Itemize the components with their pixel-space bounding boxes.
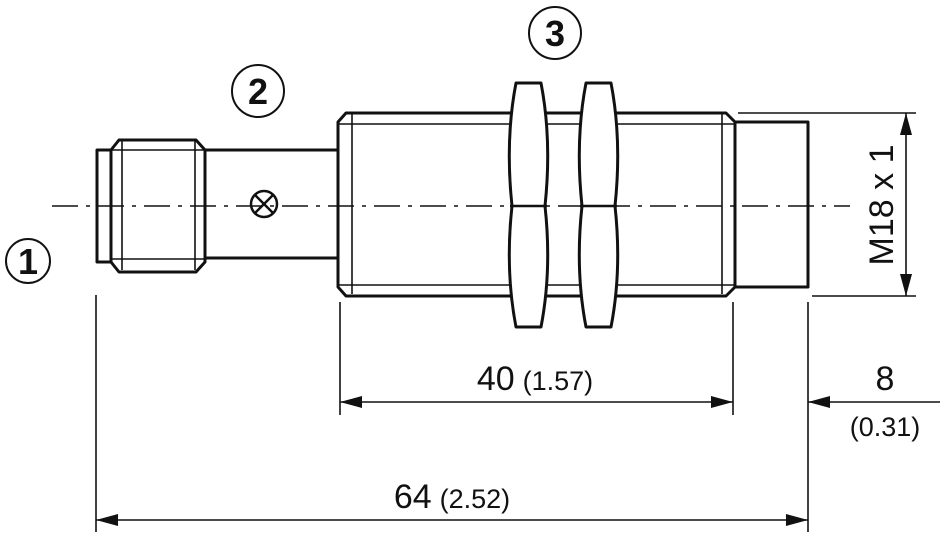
callout-2: 2	[231, 64, 285, 118]
extension-lines	[95, 112, 916, 532]
neck	[205, 148, 338, 260]
dim-40: 40(1.57)	[477, 360, 593, 398]
dim-64: 64(2.52)	[394, 478, 510, 516]
mounting-nuts	[507, 81, 620, 329]
dimension-lines	[96, 113, 940, 526]
svg-text:1: 1	[18, 241, 38, 282]
sensor-face	[733, 120, 810, 289]
dim-8-inch: (0.31)	[850, 412, 921, 442]
dim-thread: M18 x 1	[863, 145, 901, 266]
svg-text:3: 3	[545, 13, 565, 54]
dim-8: 8	[876, 360, 895, 398]
led-indicator-icon	[249, 189, 279, 219]
connector	[95, 138, 207, 274]
svg-text:2: 2	[248, 71, 268, 112]
threaded-body	[336, 111, 810, 298]
callout-1: 1	[5, 238, 51, 284]
callout-3: 3	[528, 6, 582, 60]
